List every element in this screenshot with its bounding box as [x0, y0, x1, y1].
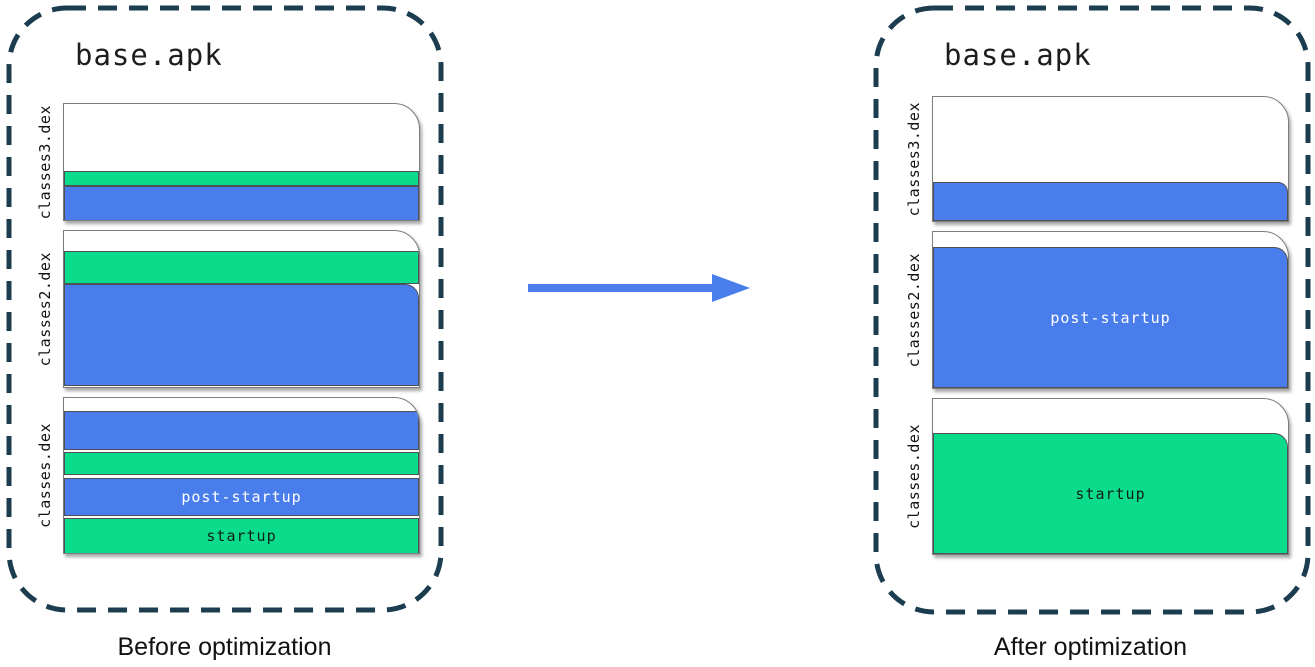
after-apk-title: base.apk	[944, 38, 1092, 72]
dex-file-row: classes3.dex	[896, 96, 1289, 222]
dex-file-row: classes.dex post-startup startup	[27, 397, 420, 554]
startup-segment: startup	[933, 433, 1288, 554]
post-startup-segment: post-startup	[933, 247, 1288, 388]
dex-file-name-label: classes3.dex	[27, 103, 63, 221]
dex-page: startup	[932, 398, 1289, 555]
dex-page	[63, 103, 420, 221]
segment-label: post-startup	[1050, 308, 1171, 327]
before-apk-title: base.apk	[75, 38, 223, 72]
segment-label: post-startup	[181, 488, 302, 506]
dex-file-name-label: classes3.dex	[896, 96, 932, 222]
green-code-segment	[64, 171, 419, 186]
dex-file-name-text: classes3.dex	[905, 101, 923, 217]
unused-space-segment	[64, 398, 419, 411]
right-arrow-icon	[528, 274, 750, 302]
dex-file-name-text: classes3.dex	[36, 104, 54, 220]
green-code-segment	[64, 251, 419, 284]
dex-file-name-text: classes2.dex	[905, 252, 923, 368]
unused-space-segment	[933, 399, 1288, 433]
dex-file-name-label: classes2.dex	[27, 230, 63, 388]
dex-page: post-startup startup	[63, 397, 420, 554]
blue-code-segment	[64, 284, 419, 386]
blue-code-segment	[64, 186, 419, 220]
dex-file-row: classes2.dex post-startup	[896, 231, 1289, 389]
unused-space-segment	[64, 231, 419, 251]
before-caption: Before optimization	[117, 633, 332, 661]
unused-space-segment	[933, 97, 1288, 182]
blue-code-segment	[64, 411, 419, 450]
startup-segment: startup	[64, 518, 419, 553]
unused-space-segment	[933, 232, 1288, 247]
dex-file-name-text: classes.dex	[36, 423, 54, 528]
segment-label: startup	[206, 527, 277, 545]
dex-file-name-text: classes2.dex	[36, 251, 54, 367]
unused-space-segment	[64, 104, 419, 171]
dex-file-row: classes3.dex	[27, 103, 420, 221]
dex-page: post-startup	[932, 231, 1289, 389]
dex-file-name-text: classes.dex	[905, 424, 923, 529]
dex-file-row: classes.dex startup	[896, 398, 1289, 555]
after-caption: After optimization	[993, 633, 1188, 661]
dex-file-name-label: classes.dex	[896, 398, 932, 555]
green-code-segment	[64, 452, 419, 475]
dex-file-name-label: classes2.dex	[896, 231, 932, 389]
post-startup-segment: post-startup	[64, 478, 419, 516]
dex-page	[63, 230, 420, 388]
dex-file-name-label: classes.dex	[27, 397, 63, 554]
dex-page	[932, 96, 1289, 222]
segment-label: startup	[1075, 484, 1146, 503]
blue-code-segment	[933, 182, 1288, 221]
dex-file-row: classes2.dex	[27, 230, 420, 388]
